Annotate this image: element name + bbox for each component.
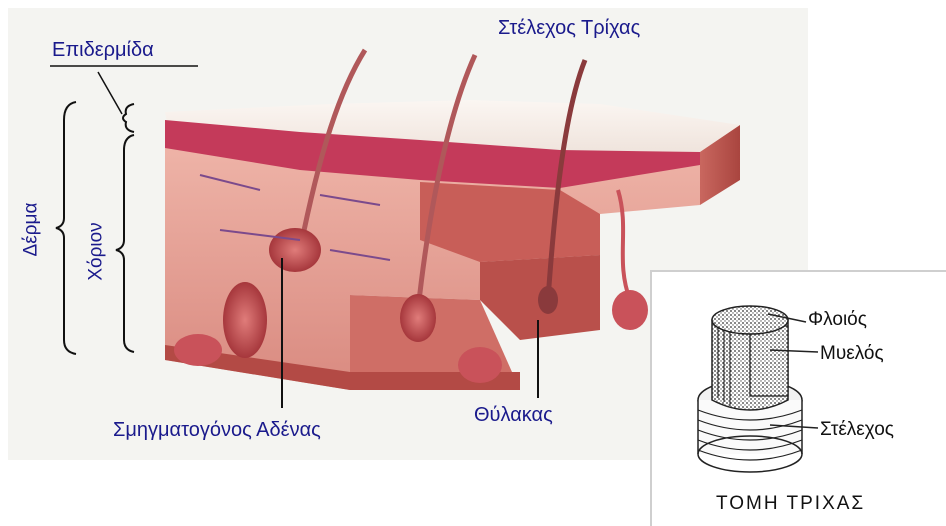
shaft-label: Στέλεχος xyxy=(820,420,894,439)
hair-bulb-3 xyxy=(538,286,558,314)
sebaceous-gland-label: Σμηγματογόνος Αδένας xyxy=(113,420,321,440)
sweat-gland-1 xyxy=(174,334,222,366)
inset-title: ΤΟΜΗ ΤΡΙΧΑΣ xyxy=(716,494,865,513)
corium-label: Χόριον xyxy=(87,219,106,285)
hair-bulb-2 xyxy=(400,294,436,342)
hair-section-drawing xyxy=(650,270,946,526)
sweat-gland-2 xyxy=(458,347,502,383)
medulla-core xyxy=(750,326,788,396)
sebaceous-gland-shape xyxy=(223,282,267,358)
hair-section-inset: Φλοιός Μυελός Στέλεχος ΤΟΜΗ ΤΡΙΧΑΣ xyxy=(650,270,946,526)
medulla-label: Μυελός xyxy=(820,344,884,363)
hair-shaft-label: Στέλεχος Τρίχας xyxy=(498,18,640,38)
follicle-label: Θύλακας xyxy=(474,405,553,425)
dermis-label: Δέρμα xyxy=(22,200,41,260)
hair-bulb-1 xyxy=(269,228,321,272)
cortex-top xyxy=(712,306,788,334)
cortex-label: Φλοιός xyxy=(808,310,867,329)
epidermis-label: Επιδερμίδα xyxy=(52,40,154,60)
